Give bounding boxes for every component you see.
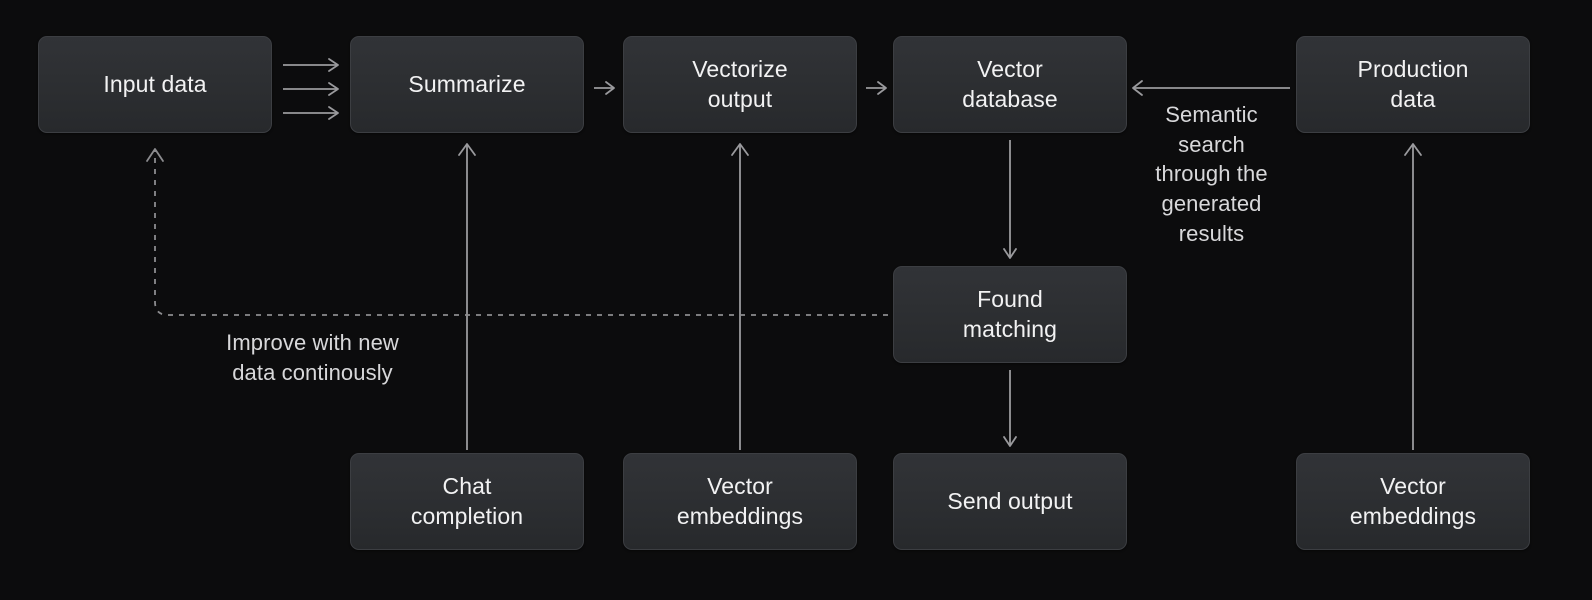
edge-database-to-found (1003, 140, 1017, 259)
node-chat-completion[interactable]: Chat completion (350, 453, 584, 550)
edge-label-semantic-search: Semantic search through the generated re… (1155, 102, 1268, 246)
edge-feedback-loop-dashed (146, 148, 888, 316)
node-vector-embeddings-mid[interactable]: Vector embeddings (623, 453, 857, 550)
node-summarize[interactable]: Summarize (350, 36, 584, 133)
node-found-matching[interactable]: Found matching (893, 266, 1127, 363)
edge-embeddings-to-vectorize (731, 143, 749, 450)
node-vectorize-output[interactable]: Vectorize output (623, 36, 857, 133)
edge-found-to-send (1003, 370, 1017, 447)
node-production-data[interactable]: Production data (1296, 36, 1530, 133)
edge-summarize-to-vectorize (594, 81, 615, 95)
edge-embeddings-to-production (1404, 143, 1422, 450)
edge-label-improve-loop: Improve with new data continously (226, 330, 399, 385)
edge-vectorize-to-database (866, 81, 887, 95)
node-send-output[interactable]: Send output (893, 453, 1127, 550)
edge-production-to-database (1132, 80, 1290, 96)
node-vector-database[interactable]: Vector database (893, 36, 1127, 133)
edge-input-to-summarize (283, 58, 339, 120)
node-input-data[interactable]: Input data (38, 36, 272, 133)
edge-chat-to-summarize (458, 143, 476, 450)
node-vector-embeddings-right[interactable]: Vector embeddings (1296, 453, 1530, 550)
